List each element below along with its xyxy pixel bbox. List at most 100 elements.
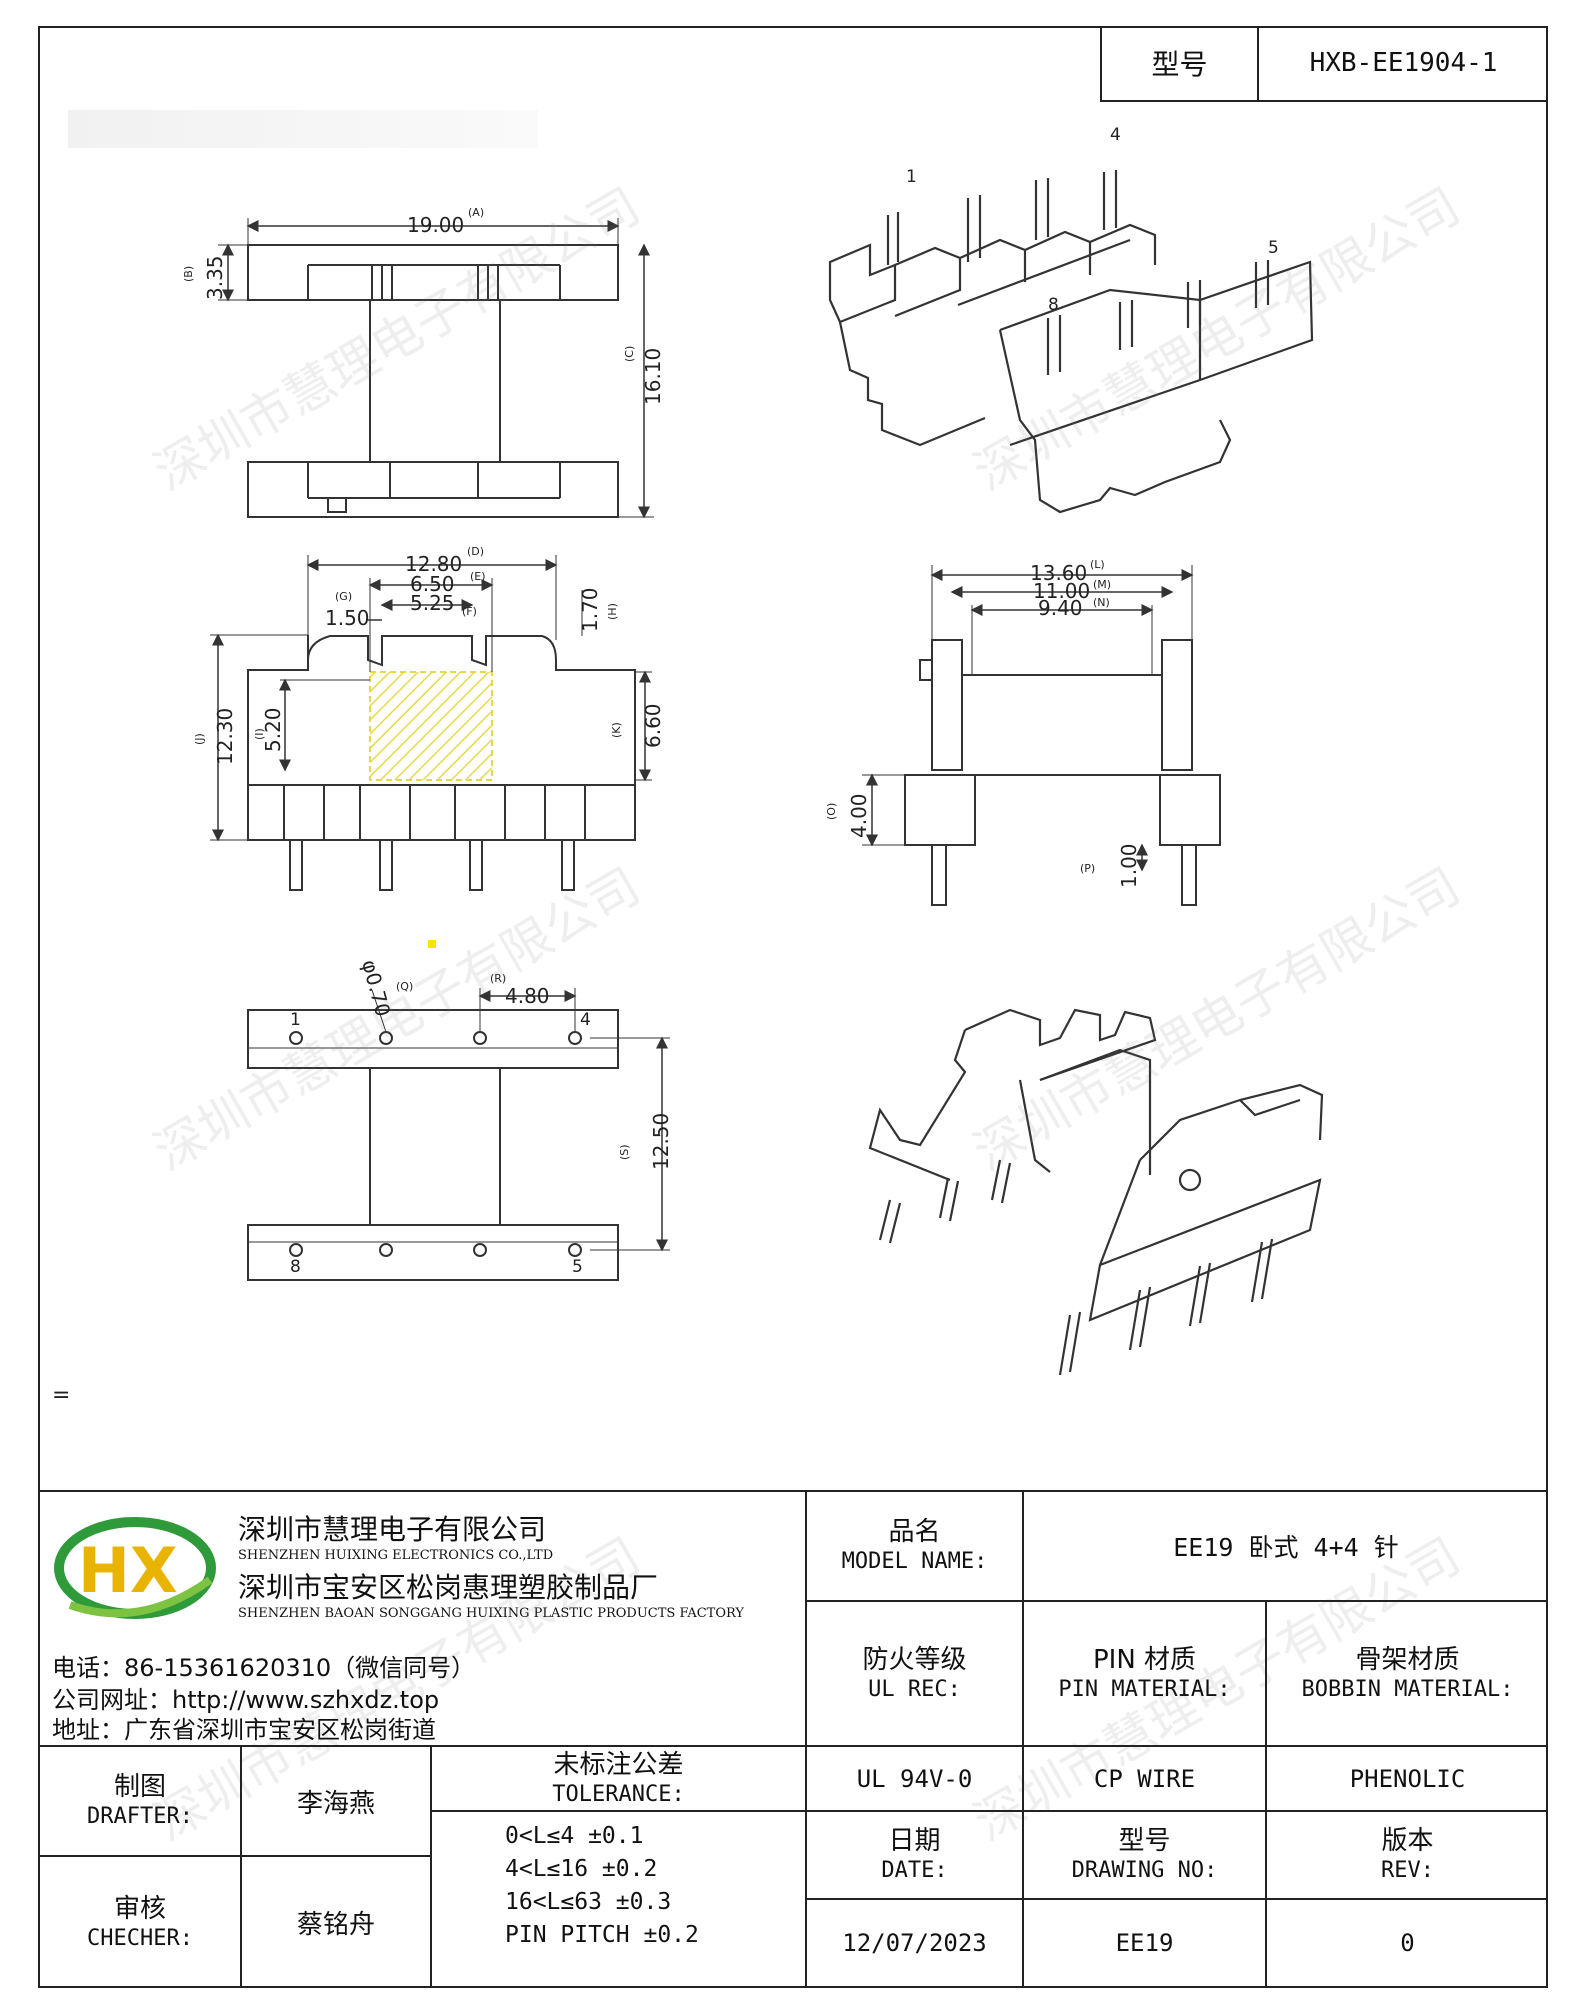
tag-b: (B) [182, 266, 195, 282]
dim-f: 5.25 [410, 591, 455, 615]
ul-label: 防火等级 UL REC: [862, 1644, 967, 1702]
model-name-value: EE19 卧式 4+4 针 [1173, 1533, 1399, 1562]
rev-value: 0 [1400, 1929, 1415, 1957]
scan-artifact [68, 110, 538, 148]
drafter-value: 李海燕 [296, 1788, 375, 1819]
ul-value: UL 94V-0 [856, 1764, 973, 1793]
bottom-pin-1: 1 [290, 1010, 301, 1030]
iso-pin-5: 5 [1268, 238, 1279, 258]
logo-text: HX [78, 1534, 178, 1607]
iso-view-top [828, 170, 1314, 514]
top-view [218, 218, 654, 519]
company-logo: HX [54, 1517, 216, 1619]
dim-h: 1.70 [578, 587, 602, 632]
grid-v-1 [805, 1490, 807, 1988]
bottom-pin-4: 4 [580, 1010, 591, 1030]
bottom-pin-5: 5 [572, 1257, 583, 1277]
dim-p: 1.00 [1117, 843, 1141, 888]
drawing-no-value: EE19 [1115, 1929, 1174, 1957]
bobbin-material-label: 骨架材质 BOBBIN MATERIAL: [1301, 1644, 1514, 1702]
grid-v-4 [240, 1745, 242, 1988]
grid-v-2 [1022, 1490, 1024, 1988]
tag-g: (G) [335, 590, 352, 603]
yellow-mark [428, 940, 436, 948]
grid-h-5 [38, 1855, 430, 1857]
tag-q: (Q) [396, 980, 413, 993]
tolerance-label: 未标注公差 TOLERANCE: [552, 1749, 685, 1807]
tag-i: (I) [253, 728, 266, 740]
dim-m: 11.00 [1033, 579, 1090, 603]
iso-pin-8: 8 [1048, 295, 1059, 315]
grid-h-2 [38, 1745, 1548, 1747]
drawing-no-label: 型号 DRAWING NO: [1071, 1826, 1218, 1883]
bobbin-material-value: PHENOLIC [1349, 1764, 1466, 1793]
company-info: HX 深圳市慧理电子有限公司 SHENZHEN HUIXING ELECTRON… [50, 1500, 805, 1745]
rev-label: 版本 REV: [1381, 1826, 1434, 1883]
tolerance-line: 16<L≤63 ±0.3 [505, 1889, 672, 1915]
checker-value: 蔡铭舟 [296, 1910, 375, 1940]
company-phone: 电话：86-15361620310（微信同号） [52, 1654, 476, 1682]
title-block-top-rule [38, 1490, 1548, 1492]
dim-r: 4.80 [505, 984, 550, 1008]
company-website: 公司网址：http://www.szhxdz.top [52, 1686, 440, 1714]
tag-p: (P) [1080, 862, 1095, 875]
company-address: 地址：广东省深圳市宝安区松岗街道 [52, 1716, 436, 1744]
technical-drawing: 19.00 (A) 3.35 (B) 16.10 (C) 12.80 (D) 6… [52, 125, 1324, 1408]
tag-d: (D) [467, 545, 484, 558]
stray-mark: = [52, 1383, 70, 1408]
company-name-en: SHENZHEN HUIXING ELECTRONICS CO.,LTD [238, 1548, 554, 1563]
pin-material-value: CP WIRE [1093, 1764, 1196, 1793]
dim-d: 12.80 [405, 552, 462, 576]
side-view [862, 565, 1221, 906]
bottom-view [247, 988, 670, 1281]
tolerance-line: PIN PITCH ±0.2 [505, 1922, 699, 1948]
tag-s: (S) [618, 1144, 631, 1160]
model-header-value: HXB-EE1904-1 [1309, 48, 1498, 78]
front-view [210, 555, 652, 891]
tag-r: (R) [490, 972, 506, 985]
dim-o: 4.00 [847, 793, 871, 838]
tolerance-line: 0<L≤4 ±0.1 [505, 1823, 644, 1849]
dim-g: 1.50 [325, 606, 370, 630]
dim-l: 13.60 [1030, 561, 1087, 585]
company-name-zh: 深圳市慧理电子有限公司 [238, 1513, 547, 1546]
grid-h-1 [805, 1600, 1548, 1602]
dim-c: 16.10 [641, 348, 665, 405]
factory-name-en: SHENZHEN BAOAN SONGGANG HUIXING PLASTIC … [238, 1606, 744, 1621]
dim-a: 19.00 [407, 213, 464, 237]
grid-v-5 [430, 1745, 432, 1988]
tolerance-line: 4<L≤16 ±0.2 [505, 1856, 658, 1882]
model-name-label: 品名 MODEL NAME: [841, 1517, 988, 1574]
date-value: 12/07/2023 [842, 1929, 987, 1957]
tag-l: (L) [1090, 558, 1105, 571]
dim-s: 12.50 [649, 1113, 673, 1170]
drawing-sheet [38, 26, 1548, 1988]
grid-h-3 [430, 1810, 1548, 1812]
grid-v-3 [1265, 1600, 1267, 1988]
dim-k: 6.60 [641, 703, 665, 748]
model-header: 型号 HXB-EE1904-1 [1100, 26, 1548, 102]
iso-view-bottom [868, 1008, 1324, 1376]
tag-c: (C) [623, 346, 636, 362]
iso-pin-4: 4 [1110, 125, 1121, 145]
tag-e: (E) [470, 570, 486, 583]
drafter-label: 制图 DRAFTER: [87, 1772, 193, 1829]
dim-b: 3.35 [203, 255, 227, 300]
dim-j: 12.30 [213, 708, 237, 765]
model-header-label: 型号 [1102, 26, 1259, 100]
grid-h-4 [805, 1898, 1548, 1900]
tag-o: (O) [825, 803, 838, 820]
tag-k: (K) [610, 722, 623, 738]
dim-e: 6.50 [410, 572, 455, 596]
factory-name-zh: 深圳市宝安区松岗惠理塑胶制品厂 [238, 1571, 659, 1604]
pin-material-label: PIN 材质 PIN MATERIAL: [1058, 1644, 1231, 1702]
tag-m: (M) [1093, 578, 1111, 591]
checker-label: 审核 CHECHER: [87, 1893, 193, 1951]
date-label: 日期 DATE: [881, 1826, 948, 1883]
tolerance-list: 0<L≤4 ±0.1 4<L≤16 ±0.2 16<L≤63 ±0.3 PIN … [505, 1820, 805, 1985]
dim-i: 5.20 [261, 707, 285, 752]
tag-n: (N) [1093, 596, 1110, 609]
tag-j: (J) [193, 733, 206, 745]
bottom-pin-8: 8 [290, 1257, 301, 1277]
dim-n: 9.40 [1038, 596, 1083, 620]
